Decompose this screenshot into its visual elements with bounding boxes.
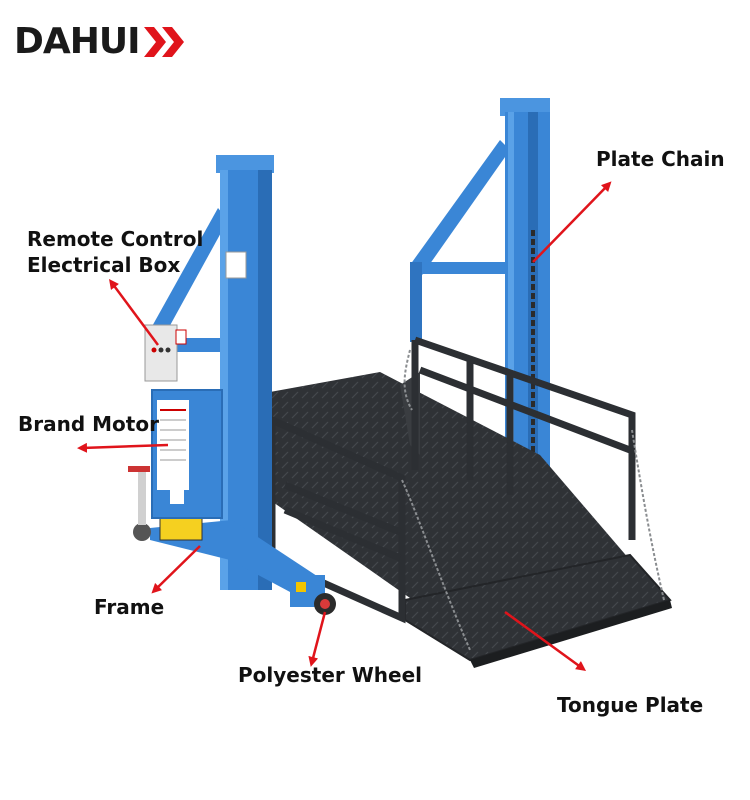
side-chains <box>401 349 665 651</box>
chevron-right-icon <box>143 27 184 57</box>
right-guard-rail <box>411 336 636 540</box>
brand-name: DAHUI <box>14 21 140 62</box>
brand-motor <box>151 389 223 519</box>
arrow-plate-chain <box>532 181 612 263</box>
polyester-wheel <box>314 593 336 615</box>
label-plate-chain: Plate Chain <box>596 147 725 171</box>
arrow-tongue-plate <box>504 610 587 671</box>
base-frame <box>133 517 325 608</box>
label-remote-control-line2: Electrical Box <box>27 253 181 277</box>
platform <box>270 372 672 668</box>
label-remote-control-line1: Remote Control <box>27 227 204 251</box>
remote-control-box <box>144 324 187 382</box>
callout-arrows <box>77 181 612 671</box>
label-polyester-wheel: Polyester Wheel <box>238 663 422 687</box>
arrow-polyester-wheel <box>308 611 327 667</box>
brand-logo: DAHUI <box>14 24 190 60</box>
arrow-brand-motor <box>77 442 169 453</box>
label-frame: Frame <box>94 595 165 619</box>
arrow-remote-control <box>109 278 160 346</box>
left-mast <box>150 155 274 590</box>
arrow-frame <box>151 545 201 594</box>
lever-handle <box>128 466 150 525</box>
label-tongue-plate: Tongue Plate <box>557 693 704 717</box>
label-brand-motor: Brand Motor <box>18 412 159 436</box>
